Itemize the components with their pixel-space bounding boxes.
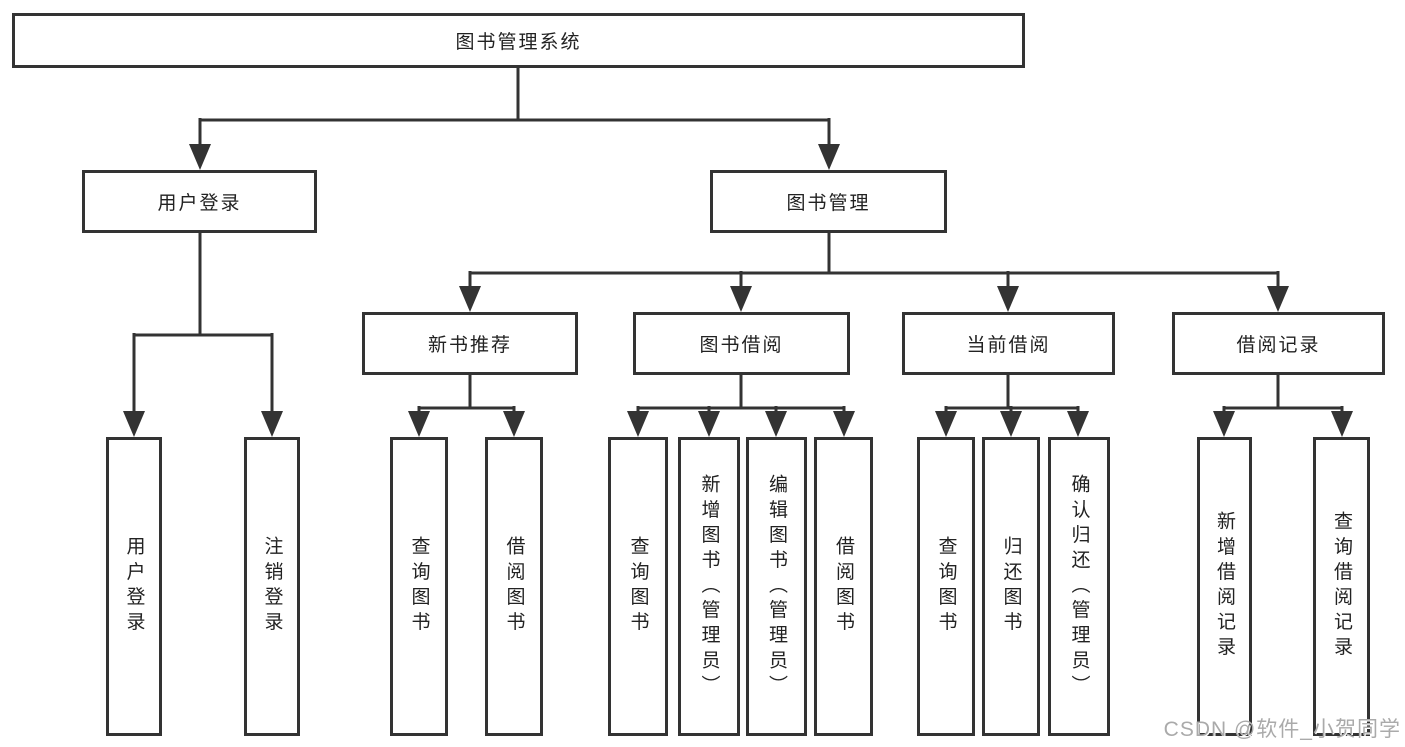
node-borrow-records-label: 借阅记录: [1236, 335, 1321, 356]
arrow-heads: [123, 144, 1353, 437]
node-current-borrow-label: 当前借阅: [966, 335, 1051, 356]
node-book-management: 图书管理: [710, 170, 947, 233]
leaf-borrow-query-label: 查询图书: [627, 536, 649, 637]
node-borrow-records: 借阅记录: [1172, 312, 1385, 375]
leaf-newbooks-borrow-label: 借阅图书: [503, 536, 525, 637]
leaf-newbooks-borrow: 借阅图书: [485, 437, 543, 736]
leaf-current-query: 查询图书: [917, 437, 975, 736]
leaf-user-logout: 注销登录: [244, 437, 300, 736]
node-new-book-recommend-label: 新书推荐: [427, 335, 512, 356]
leaf-user-logout-label: 注销登录: [261, 536, 283, 637]
node-new-book-recommend: 新书推荐: [362, 312, 578, 375]
node-book-borrow: 图书借阅: [633, 312, 850, 375]
node-current-borrow: 当前借阅: [902, 312, 1115, 375]
leaf-records-query: 查询借阅记录: [1313, 437, 1370, 736]
node-root: 图书管理系统: [12, 13, 1025, 68]
leaf-current-return-label: 归还图书: [1000, 536, 1022, 637]
leaf-borrow-edit: 编辑图书（管理员）: [746, 437, 807, 736]
csdn-watermark: CSDN @软件_小贺同学: [1163, 718, 1401, 741]
leaf-borrow-add: 新增图书（管理员）: [678, 437, 740, 736]
leaf-borrow-borrow-label: 借阅图书: [833, 536, 854, 637]
node-user-login-label: 用户登录: [157, 193, 242, 214]
leaf-borrow-query: 查询图书: [608, 437, 668, 736]
leaf-user-login-label: 用户登录: [123, 536, 145, 637]
node-root-label: 图书管理系统: [455, 32, 582, 53]
leaf-current-confirm: 确认归还（管理员）: [1048, 437, 1110, 736]
tree-edges: [123, 68, 1353, 437]
leaf-records-query-label: 查询借阅记录: [1331, 511, 1352, 662]
node-book-borrow-label: 图书借阅: [699, 335, 784, 356]
leaf-borrow-borrow: 借阅图书: [814, 437, 873, 736]
leaf-records-add-label: 新增借阅记录: [1214, 511, 1235, 662]
leaf-current-return: 归还图书: [982, 437, 1040, 736]
leaf-newbooks-query: 查询图书: [390, 437, 448, 736]
leaf-borrow-add-label: 新增图书（管理员）: [698, 473, 720, 700]
leaf-records-add: 新增借阅记录: [1197, 437, 1252, 736]
leaf-user-login: 用户登录: [106, 437, 162, 736]
node-user-login: 用户登录: [82, 170, 317, 233]
leaf-newbooks-query-label: 查询图书: [408, 536, 430, 637]
node-book-management-label: 图书管理: [786, 193, 871, 214]
leaf-current-confirm-label: 确认归还（管理员）: [1068, 473, 1090, 700]
leaf-borrow-edit-label: 编辑图书（管理员）: [766, 473, 787, 700]
leaf-current-query-label: 查询图书: [935, 536, 957, 637]
